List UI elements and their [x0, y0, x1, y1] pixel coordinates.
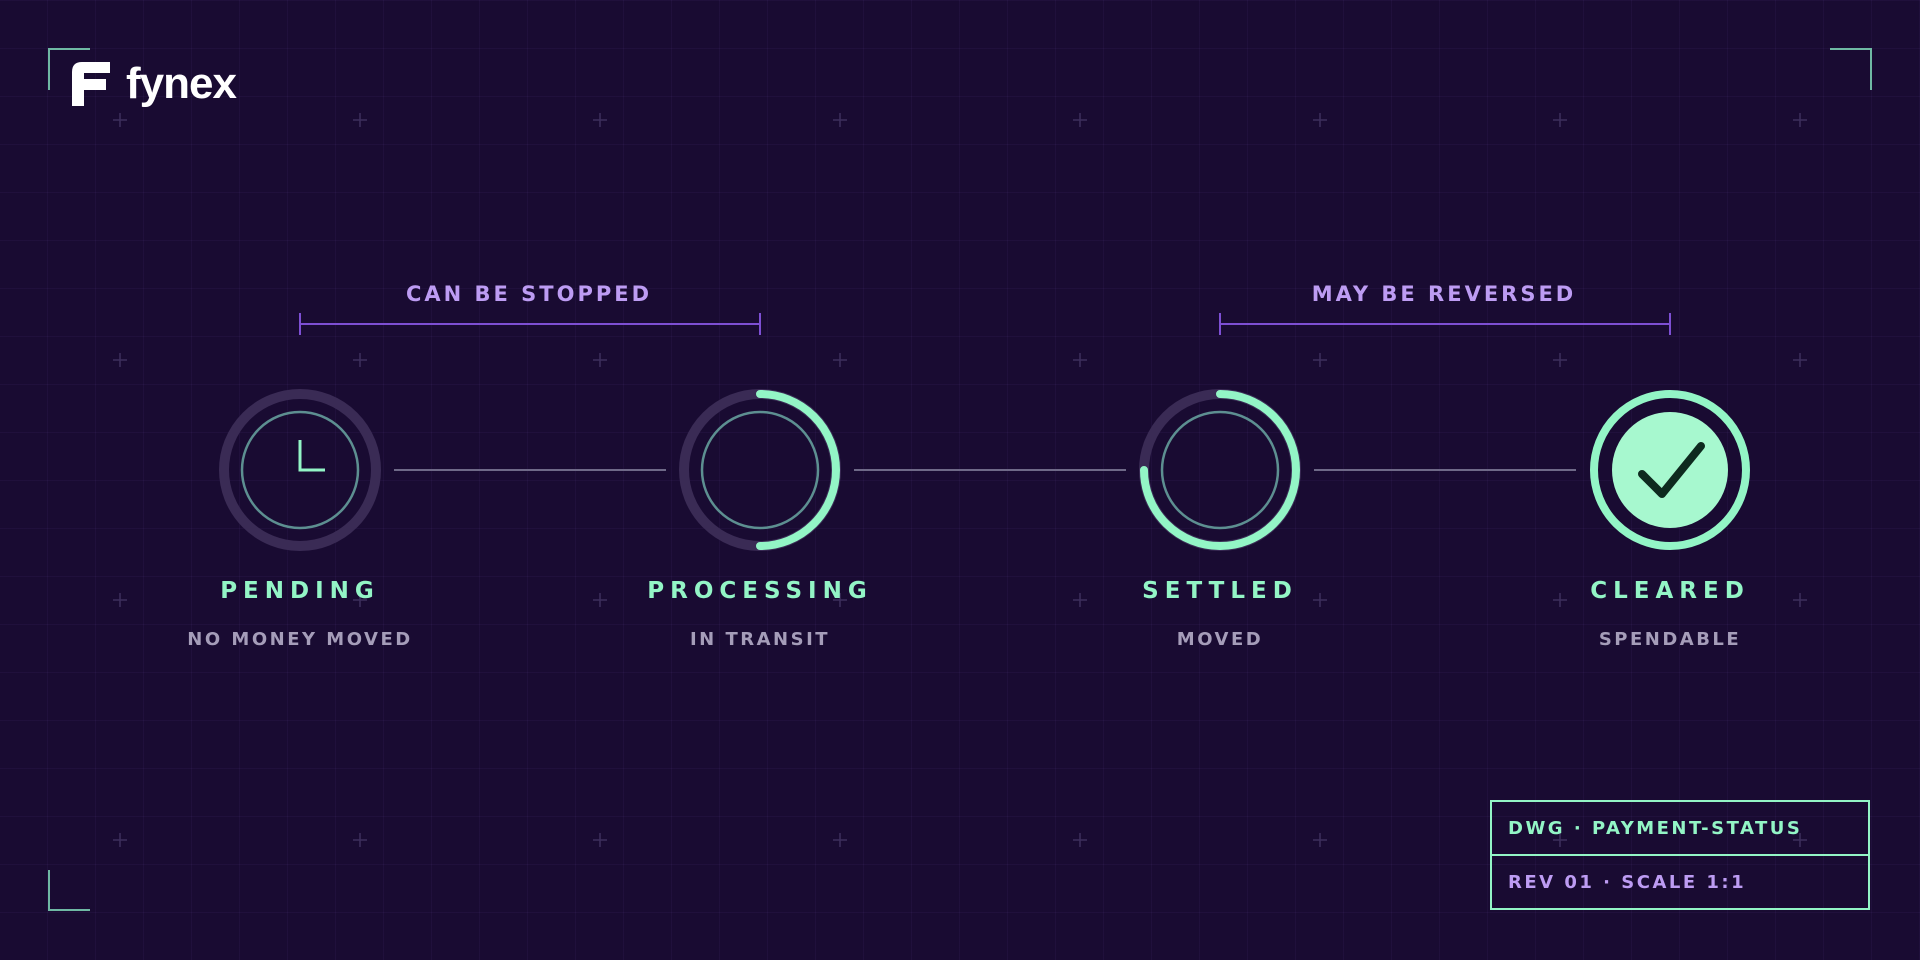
corner-bracket-top-right — [1830, 48, 1872, 90]
grid-plus-marker — [833, 833, 847, 847]
step-subtitle-cleared: SPENDABLE — [1598, 629, 1742, 650]
grid-plus-marker — [833, 113, 847, 127]
drawing-title-block: DWG · PAYMENT-STATUS REV 01 · SCALE 1:1 — [1490, 800, 1870, 910]
step-subtitle-pending: NO MONEY MOVED — [187, 629, 413, 650]
step-settled-node — [1139, 389, 1301, 551]
corner-bracket-bottom-left — [48, 870, 90, 911]
grid-plus-marker — [353, 113, 367, 127]
span-bracket-may-be-reversed — [1219, 313, 1671, 335]
clock-icon — [298, 440, 325, 472]
grid-plus-marker — [1313, 833, 1327, 847]
grid-plus-marker — [353, 353, 367, 367]
grid-plus-marker — [1073, 353, 1087, 367]
grid-plus-marker — [1793, 113, 1807, 127]
grid-plus-marker — [1553, 593, 1567, 607]
grid-plus-marker — [353, 593, 367, 607]
grid-plus-marker — [113, 593, 127, 607]
grid-plus-marker — [1553, 833, 1567, 847]
corner-bracket-top-left — [48, 48, 90, 90]
pending-ring-track — [219, 389, 381, 551]
grid-plus-marker — [1313, 353, 1327, 367]
grid-plus-marker — [113, 353, 127, 367]
grid-plus-marker — [113, 113, 127, 127]
grid-plus-marker — [1073, 593, 1087, 607]
settled-inner-circle — [1160, 410, 1280, 530]
processing-progress-arc — [756, 390, 840, 550]
grid-plus-marker — [1793, 353, 1807, 367]
grid-plus-marker — [113, 833, 127, 847]
span-label-can-be-stopped: CAN BE STOPPED — [405, 282, 653, 306]
grid-plus-marker — [833, 593, 847, 607]
span-brackets — [299, 313, 1671, 335]
step-title-cleared: CLEARED — [1590, 578, 1750, 604]
step-processing-node — [679, 389, 841, 551]
grid-plus-marker — [593, 833, 607, 847]
grid-plus-marker — [593, 593, 607, 607]
settled-progress-arc — [1140, 390, 1300, 550]
grid-plus-markers — [113, 113, 1807, 847]
step-pending-node — [219, 389, 381, 551]
grid-plus-marker — [1073, 833, 1087, 847]
cleared-outer-ring — [1590, 390, 1750, 550]
processing-inner-circle — [700, 410, 820, 530]
span-label-may-be-reversed: MAY BE REVERSED — [1311, 282, 1577, 306]
corner-brackets — [48, 48, 1872, 911]
grid-plus-marker — [353, 833, 367, 847]
step-title-settled: SETTLED — [1142, 578, 1298, 604]
grid-plus-marker — [1793, 833, 1807, 847]
step-title-processing: PROCESSING — [647, 578, 873, 604]
grid-plus-marker — [1553, 353, 1567, 367]
grid-plus-marker — [593, 353, 607, 367]
grid-plus-marker — [1553, 113, 1567, 127]
title-block-drawing-name: DWG · PAYMENT-STATUS — [1492, 802, 1868, 856]
step-subtitle-processing: IN TRANSIT — [689, 629, 831, 650]
pending-inner-circle — [240, 410, 360, 530]
grid-plus-marker — [833, 353, 847, 367]
step-title-pending: PENDING — [220, 578, 380, 604]
grid-plus-marker — [593, 113, 607, 127]
step-cleared-node — [1590, 390, 1750, 550]
grid-plus-marker — [1073, 113, 1087, 127]
step-subtitle-settled: MOVED — [1176, 629, 1264, 650]
grid-plus-marker — [1793, 593, 1807, 607]
grid-plus-marker — [1313, 113, 1327, 127]
title-block-revision-scale: REV 01 · SCALE 1:1 — [1508, 872, 1747, 893]
brand-name: fynex — [126, 59, 237, 108]
cleared-fill-circle — [1612, 412, 1728, 528]
brand-logo: fynex — [72, 58, 237, 110]
span-bracket-can-be-stopped — [299, 313, 761, 335]
grid-plus-marker — [1313, 593, 1327, 607]
fynex-f-logo-icon — [72, 62, 110, 106]
checkmark-icon — [1638, 442, 1705, 498]
